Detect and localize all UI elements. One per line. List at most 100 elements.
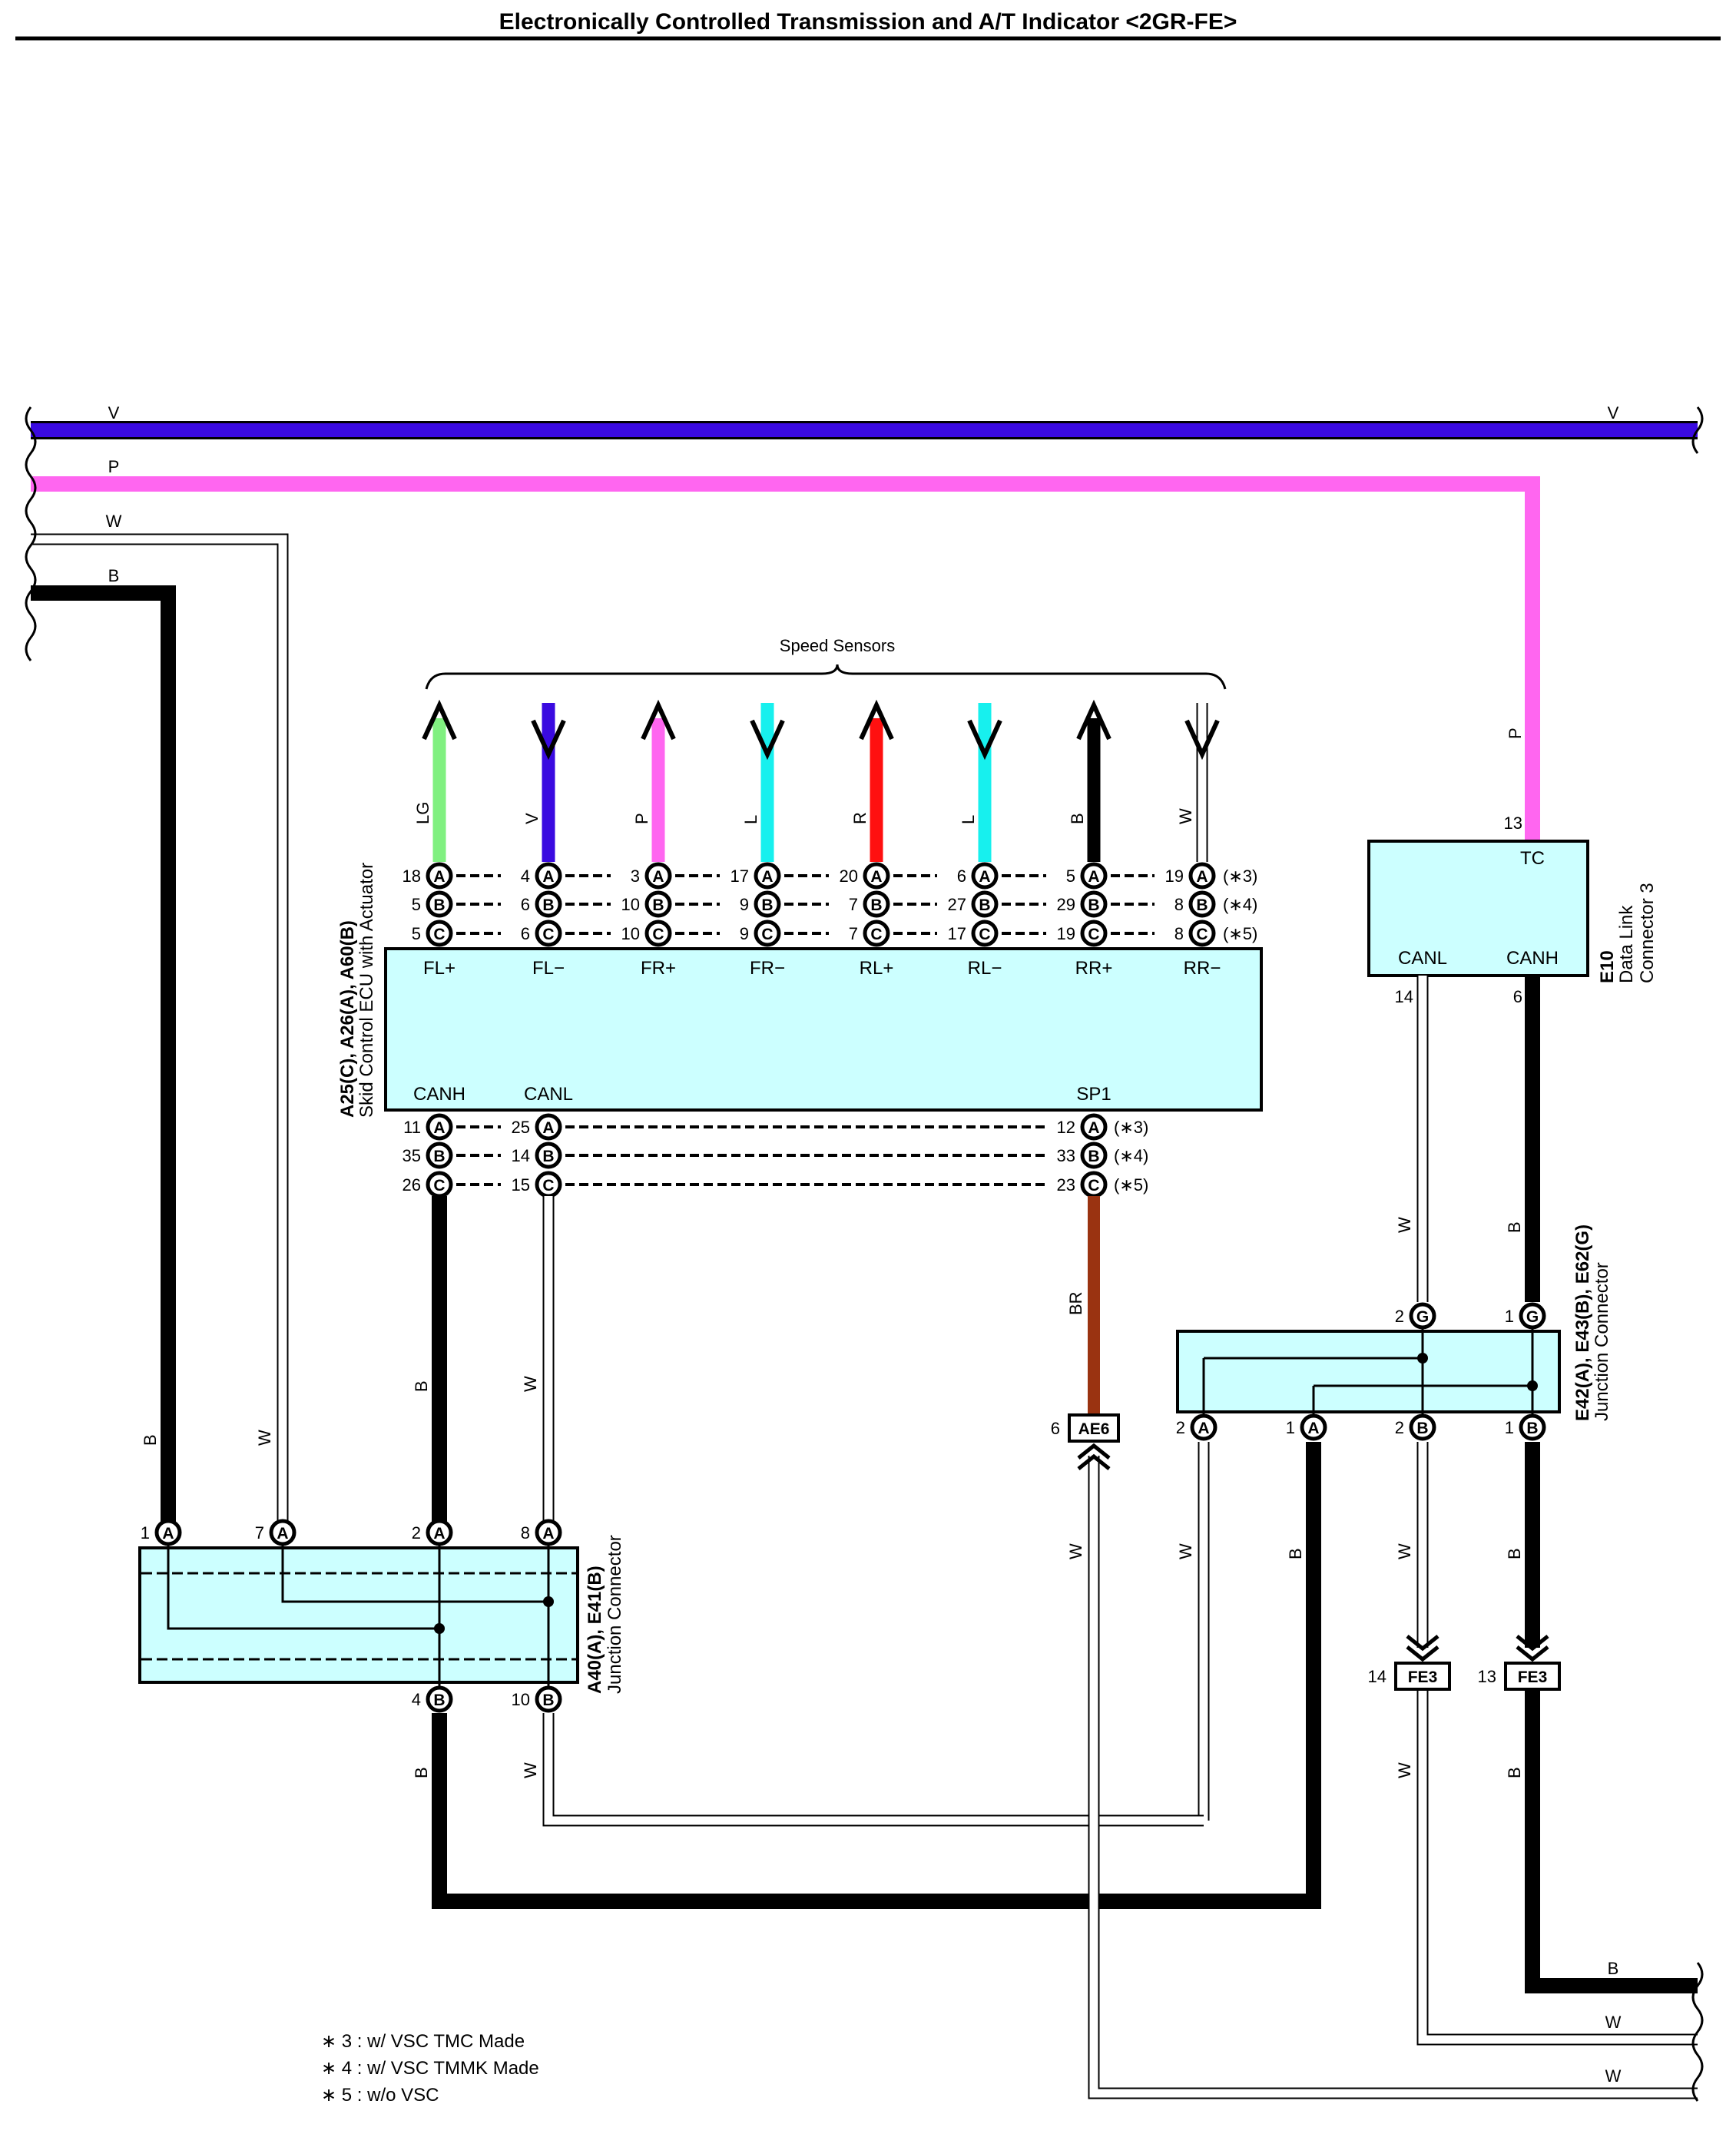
ecu-bottom-pin-num: 26 (403, 1175, 421, 1195)
ecu-top-pin-B-1: B (426, 890, 453, 918)
wire-ae6-w (1089, 1456, 1698, 2098)
ecu-top-pin-num: 6 (521, 924, 530, 943)
data-link-connector (1367, 840, 1589, 977)
ecu-top-note-C: (∗5) (1223, 924, 1257, 943)
sensor-wire-1: LG (413, 699, 457, 862)
fe3-14-name: FE3 (1408, 1668, 1438, 1686)
jcl-splice-1 (434, 1623, 445, 1634)
sensor-color-label-7: B (1068, 813, 1087, 824)
ecu-top-pin-num: 6 (957, 867, 966, 886)
ecu-bottom-pin-A-1-letter: A (433, 1119, 445, 1137)
jcr-splice-1 (1417, 1353, 1428, 1364)
jcl-top-pin-2-letter: A (277, 1525, 288, 1543)
label-jcr-a2: W (1176, 1543, 1195, 1559)
ecu-bottom-pin-C-2-letter: C (542, 1177, 554, 1195)
ecu-top-pin-num: 4 (521, 867, 530, 886)
ecu-top-pin-num: 3 (631, 867, 640, 886)
ecu-terminal-top-1: FL+ (423, 958, 456, 979)
jcr-top-pin-num: 1 (1505, 1307, 1514, 1326)
ecu-top-pin-num: 19 (1165, 867, 1184, 886)
ecu-top-pin-C-3: C (644, 920, 672, 947)
jcl-internal-wiring (167, 1544, 550, 1698)
ecu-top-pin-C-4-letter: C (761, 926, 773, 943)
dlc-code: E10 (1597, 950, 1618, 983)
bus-label-v: V (108, 403, 120, 422)
ecu-top-pin-C-5: C (863, 920, 890, 947)
note-5: ∗ 5 : w/o VSC (321, 2085, 439, 2106)
sensor-wire-6: L (959, 703, 1002, 862)
ecu-top-pin-B-7-letter: B (1088, 896, 1099, 914)
dlc-pin-canl: 14 (1395, 987, 1413, 1006)
ecu-top-pin-num: 27 (948, 895, 966, 914)
sensor-wire-5: R (850, 699, 894, 862)
skid-control-ecu (384, 947, 1263, 1112)
ecu-top-pin-B-2: B (535, 890, 562, 918)
bus-wire-p (31, 476, 1540, 841)
ecu-terminal-bottom-1: CANH (413, 1084, 465, 1105)
sensor-arrow-icon-6 (967, 719, 1002, 760)
ecu-top-pin-A-1-letter: A (433, 868, 445, 886)
sensor-color-label-8: W (1176, 808, 1195, 824)
bus-label-p: P (108, 457, 120, 476)
ecu-bottom-pin-C-1: C (426, 1171, 453, 1198)
ecu-bottom-pin-num: 15 (512, 1175, 530, 1195)
ecu-top-pin-C-5-letter: C (870, 926, 882, 943)
ecu-top-pin-C-6-letter: C (979, 926, 990, 943)
sensor-color-label-1: LG (413, 802, 432, 824)
ecu-top-pin-A-4-letter: A (761, 868, 773, 886)
ecu-top-pin-B-8: B (1188, 890, 1216, 918)
dlc-tc: TC (1520, 848, 1545, 869)
jcl-top-pin-3-letter: A (433, 1525, 445, 1543)
jcl-splice-2 (543, 1596, 554, 1607)
jcl-top-pin-num: 2 (412, 1523, 421, 1543)
ecu-terminal-bottom-3: SP1 (1076, 1084, 1111, 1105)
ae6-chevron-icon (1077, 1443, 1111, 1470)
ecu-top-pin-num: 20 (840, 867, 858, 886)
jcr-bottom-pin-1-letter: A (1198, 1420, 1209, 1437)
sensor-arrow-icon-7 (1076, 699, 1112, 741)
jcr-top-pin-1: G (1409, 1302, 1436, 1330)
ecu-terminal-top-4: FR− (750, 958, 785, 979)
ecu-top-pin-num: 17 (731, 867, 749, 886)
fe3-13-name: FE3 (1518, 1668, 1548, 1686)
jcl-top-pin-1: A (154, 1519, 182, 1546)
fe3-13-num: 13 (1478, 1667, 1496, 1686)
ecu-bottom-pin-B-3: B (1080, 1142, 1108, 1169)
dlc-name-line2: Connector 3 (1637, 883, 1658, 983)
ecu-top-pin-A-8-letter: A (1196, 868, 1208, 886)
ecu-code: A25(C), A26(A), A60(B) (337, 920, 358, 1118)
ecu-bottom-pin-C-1-letter: C (433, 1177, 445, 1195)
ecu-top-note-B: (∗4) (1223, 895, 1257, 914)
label-left-b: B (141, 1434, 160, 1446)
ecu-bottom-note-B: (∗4) (1114, 1146, 1148, 1165)
speed-sensors-brace (425, 664, 1227, 690)
ecu-bottom-pin-B-1-letter: B (433, 1148, 445, 1165)
sensor-color-label-6: L (959, 815, 978, 824)
jcr-bottom-pin-1: A (1190, 1413, 1218, 1441)
ecu-top-pin-C-1-letter: C (433, 926, 445, 943)
jcr-top-pin-2-letter: G (1526, 1308, 1539, 1326)
label-dlc-canh: B (1505, 1221, 1524, 1233)
ecu-top-pin-B-5: B (863, 890, 890, 918)
dlc-pin-tc: 13 (1504, 814, 1522, 833)
exit-label-w1: W (1605, 2013, 1622, 2032)
note-3: ∗ 3 : w/ VSC TMC Made (321, 2031, 525, 2052)
label-ecu-canh: B (412, 1380, 431, 1392)
jcr-top-pin-num: 2 (1395, 1307, 1404, 1326)
ecu-top-pin-B-8-letter: B (1196, 896, 1208, 914)
diagram-title: Electronically Controlled Transmission a… (499, 9, 1237, 35)
jcl-top-pin-num: 8 (521, 1523, 530, 1543)
ecu-top-pin-C-3-letter: C (652, 926, 664, 943)
sensor-arrow-icon-5 (859, 699, 894, 741)
wire-break-right-bottom (1691, 1962, 1704, 2102)
jcl-top-pin-num: 7 (255, 1523, 264, 1543)
sensor-color-label-3: P (632, 813, 651, 824)
inline-connector-ae6: AE6 6 (1051, 1413, 1120, 1470)
ecu-bottom-pin-A-2: A (535, 1113, 562, 1141)
ecu-top-pin-A-1: A (426, 862, 453, 890)
ecu-top-pin-A-3: A (644, 862, 672, 890)
jcr-bottom-pin-2-letter: A (1307, 1420, 1319, 1437)
